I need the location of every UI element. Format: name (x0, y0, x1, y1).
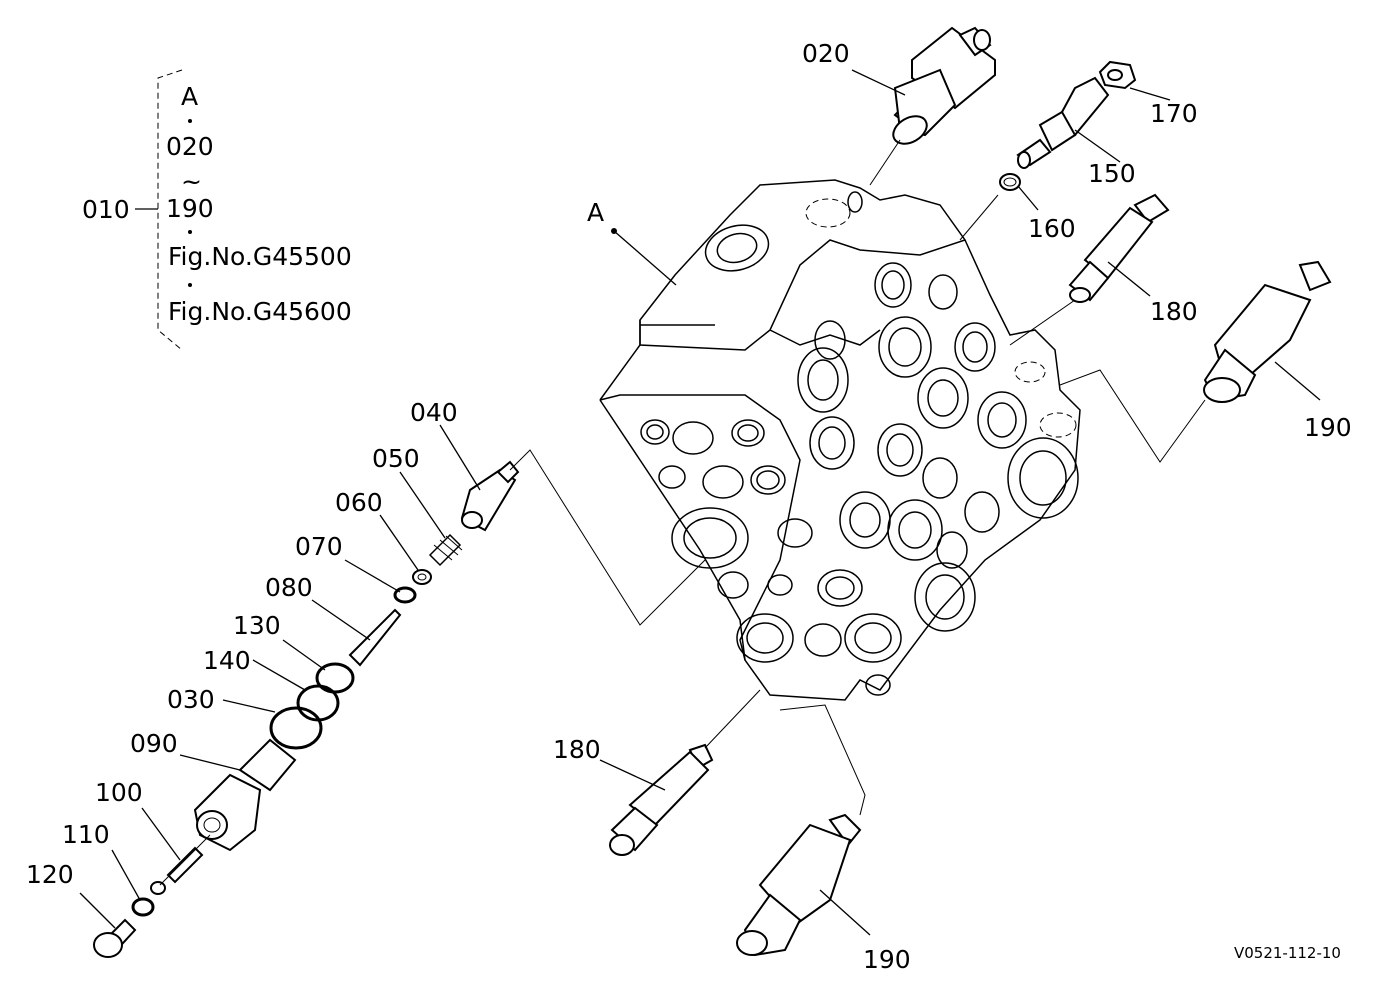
legend-group: 010 A 020 ~ 190 Fig.No.G45500 Fig.No.G45… (82, 69, 352, 351)
leader-180-upper (1107, 261, 1151, 297)
leader-150 (1074, 129, 1121, 163)
part-190-lower (736, 704, 871, 957)
label-170: 170 (1150, 99, 1198, 128)
part-090 (179, 738, 297, 852)
label-160: 160 (1028, 214, 1076, 243)
leader-020 (851, 69, 906, 96)
legend-line-5: Fig.No.G45600 (168, 297, 352, 326)
part-110 (111, 849, 166, 917)
label-080: 080 (265, 573, 313, 602)
label-190-upper: 190 (1304, 413, 1352, 442)
legend-parent-code: 010 (82, 195, 130, 224)
valve-body (599, 179, 1081, 701)
leader-110 (111, 849, 141, 901)
legend-range-mark: ~ (181, 167, 202, 196)
marker-a (611, 228, 677, 286)
part-070 (344, 559, 417, 604)
label-110: 110 (62, 820, 110, 849)
leader-030 (222, 699, 276, 713)
part-020 (851, 26, 996, 186)
label-140: 140 (203, 646, 251, 675)
label-050: 050 (372, 444, 420, 473)
label-020: 020 (802, 39, 850, 68)
leader-190-lower (819, 889, 871, 936)
part-080 (311, 599, 402, 667)
part-160 (959, 173, 1039, 241)
leader-100 (141, 807, 181, 861)
legend-dot (188, 119, 192, 123)
leader-050 (399, 471, 446, 539)
part-130 (282, 639, 355, 694)
label-150: 150 (1088, 159, 1136, 188)
part-100 (141, 807, 204, 884)
label-030: 030 (167, 685, 215, 714)
legend-line-4: Fig.No.G45500 (168, 242, 352, 271)
legend-line-3: 190 (166, 194, 214, 223)
leader-060 (379, 514, 419, 571)
leader-160 (1017, 185, 1039, 211)
drawing-code: V0521-112-10 (1234, 944, 1341, 962)
part-060 (379, 514, 432, 585)
part-050 (399, 471, 463, 567)
part-170 (1098, 60, 1171, 101)
legend-line-1: A (181, 82, 198, 111)
leader-120 (79, 892, 116, 929)
leader-040 (439, 424, 481, 491)
part-180-upper (1009, 193, 1170, 346)
legend-line-2: 020 (166, 132, 214, 161)
part-190-upper (1059, 260, 1332, 463)
leader-080 (311, 599, 371, 641)
leader-170 (1129, 87, 1171, 101)
label-120: 120 (26, 860, 74, 889)
legend-bracket (157, 69, 183, 351)
part-180-lower (599, 689, 761, 856)
part-040 (439, 424, 706, 626)
label-060: 060 (335, 488, 383, 517)
leader-140 (252, 659, 306, 691)
leader-130 (282, 639, 326, 671)
label-070: 070 (295, 532, 343, 561)
label-180-lower: 180 (553, 735, 601, 764)
part-030 (222, 699, 323, 750)
legend-dot (188, 230, 192, 234)
label-040: 040 (410, 398, 458, 427)
label-130: 130 (233, 611, 281, 640)
legend-dot (188, 283, 192, 287)
part-120 (79, 892, 137, 958)
leader-070 (344, 559, 401, 593)
label-180-upper: 180 (1150, 297, 1198, 326)
leader-180-lower (599, 759, 666, 791)
label-100: 100 (95, 778, 143, 807)
label-090: 090 (130, 729, 178, 758)
label-a: A (587, 198, 604, 227)
leader-190-upper (1274, 361, 1321, 401)
leader-090 (179, 754, 241, 771)
part-150 (1016, 76, 1121, 169)
label-190-lower: 190 (863, 945, 911, 974)
